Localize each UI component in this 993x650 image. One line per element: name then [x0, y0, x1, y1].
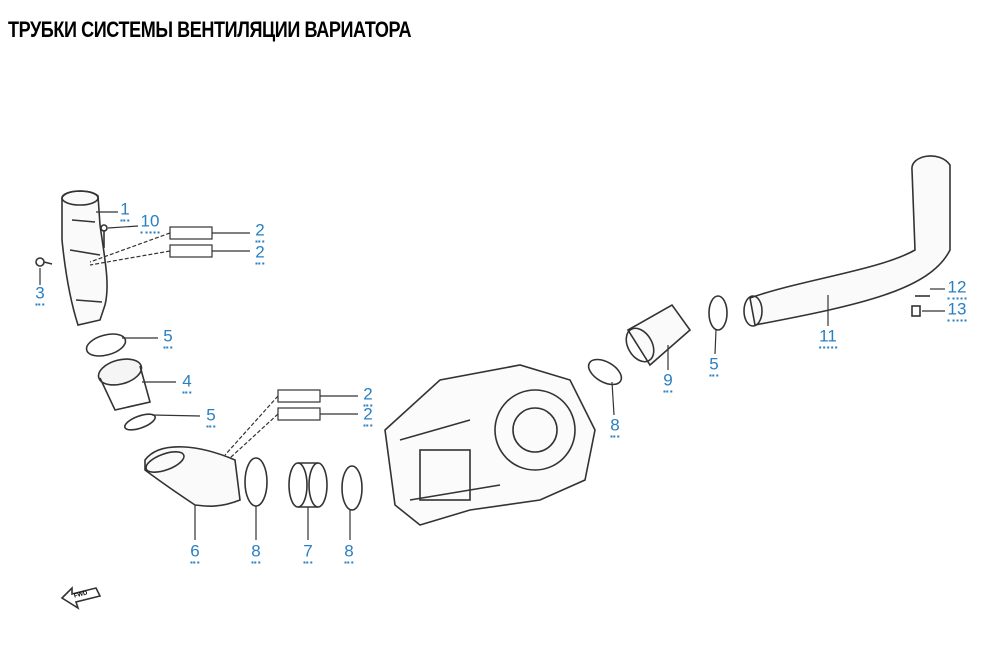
- part-5-clamp: [708, 295, 728, 331]
- part-4-connector: [97, 358, 151, 411]
- callout-2[interactable]: 2: [363, 385, 373, 407]
- callout-5[interactable]: 5: [709, 355, 719, 377]
- part-8-clamp: [341, 465, 363, 511]
- callout-9[interactable]: 9: [663, 371, 673, 393]
- part-6-elbow-duct: [144, 446, 241, 508]
- part-11-long-duct: [743, 155, 951, 327]
- callout-2[interactable]: 2: [255, 221, 265, 243]
- part-8-clamp: [587, 358, 623, 386]
- page-title: ТРУБКИ СИСТЕМЫ ВЕНТИЛЯЦИИ ВАРИАТОРА: [8, 17, 412, 42]
- cvt-cover: [384, 364, 596, 526]
- part-1-upper-duct: [61, 190, 108, 326]
- part-3-bolt: [35, 257, 53, 267]
- callout-6[interactable]: 6: [190, 542, 200, 564]
- callout-7[interactable]: 7: [303, 542, 313, 564]
- callout-11[interactable]: 11: [819, 327, 837, 349]
- callout-2[interactable]: 2: [255, 243, 265, 265]
- part-9-elbow: [625, 303, 692, 367]
- callout-10[interactable]: 10: [140, 212, 160, 234]
- part-10-screw: [100, 224, 108, 248]
- callout-8[interactable]: 8: [344, 542, 354, 564]
- callout-8[interactable]: 8: [610, 416, 620, 438]
- callout-2[interactable]: 2: [363, 405, 373, 427]
- callout-5[interactable]: 5: [163, 327, 173, 349]
- fwd-arrow-icon: [60, 586, 102, 610]
- part-8-clamp: [244, 457, 268, 507]
- callout-1[interactable]: 1: [120, 200, 130, 222]
- part-5-clamp: [124, 413, 156, 431]
- part-13-nut: [911, 305, 921, 317]
- callout-8[interactable]: 8: [251, 542, 261, 564]
- part-7-sleeve: [288, 462, 328, 508]
- callout-5[interactable]: 5: [206, 406, 216, 428]
- callout-13[interactable]: 13: [947, 300, 967, 322]
- leader-lines: [39, 211, 945, 540]
- callout-12[interactable]: 12: [947, 278, 967, 300]
- part-5-clamp: [85, 333, 127, 357]
- callout-4[interactable]: 4: [182, 372, 192, 394]
- callout-3[interactable]: 3: [35, 284, 45, 306]
